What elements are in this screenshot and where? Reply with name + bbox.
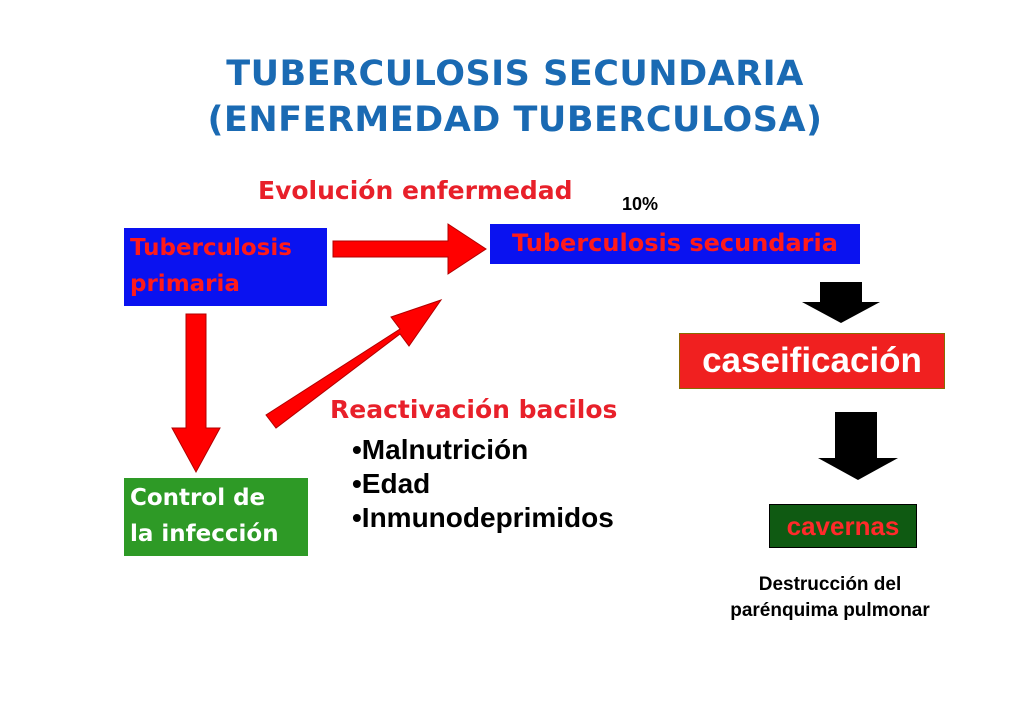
factor-list: •Malnutrición •Edad •Inmunodeprimidos <box>352 433 614 535</box>
arrow-reactivacion-to-secundaria <box>265 299 443 429</box>
node-control-infeccion: Control de la infección <box>124 478 308 556</box>
title-line-1: TUBERCULOSIS SECUNDARIA <box>226 54 804 94</box>
reactivacion-label: Reactivación bacilos <box>330 395 618 424</box>
destruccion-line-2: parénquima pulmonar <box>730 600 930 621</box>
node-tuberculosis-primaria: Tuberculosis primaria <box>124 228 327 306</box>
node-tuberculosis-secundaria: Tuberculosis secundaria <box>490 224 860 264</box>
factor-malnutricion: •Malnutrición <box>352 434 529 465</box>
destruccion-line-1: Destrucción del <box>758 574 902 595</box>
percent-label: 10% <box>622 194 659 214</box>
node-control-line-1: Control de <box>130 485 266 511</box>
node-caseificacion: caseificación <box>679 333 945 389</box>
factor-inmunodeprimidos: •Inmunodeprimidos <box>352 502 614 533</box>
arrow-primaria-to-secundaria <box>332 223 487 275</box>
title-line-2: (ENFERMEDAD TUBERCULOSA) <box>207 100 823 140</box>
node-primaria-line-1: Tuberculosis <box>130 235 292 261</box>
node-primaria-line-2: primaria <box>130 271 240 297</box>
arrow-primaria-to-control <box>171 313 221 474</box>
node-cavernas: cavernas <box>769 504 917 548</box>
evolucion-label: Evolución enfermedad <box>258 176 573 205</box>
destruccion-caption: Destrucción del parénquima pulmonar <box>700 572 960 624</box>
node-control-line-2: la infección <box>130 521 279 547</box>
factor-edad: •Edad <box>352 468 431 499</box>
arrow-secundaria-to-caseificacion <box>802 282 880 323</box>
arrow-caseificacion-to-cavernas <box>818 412 898 480</box>
